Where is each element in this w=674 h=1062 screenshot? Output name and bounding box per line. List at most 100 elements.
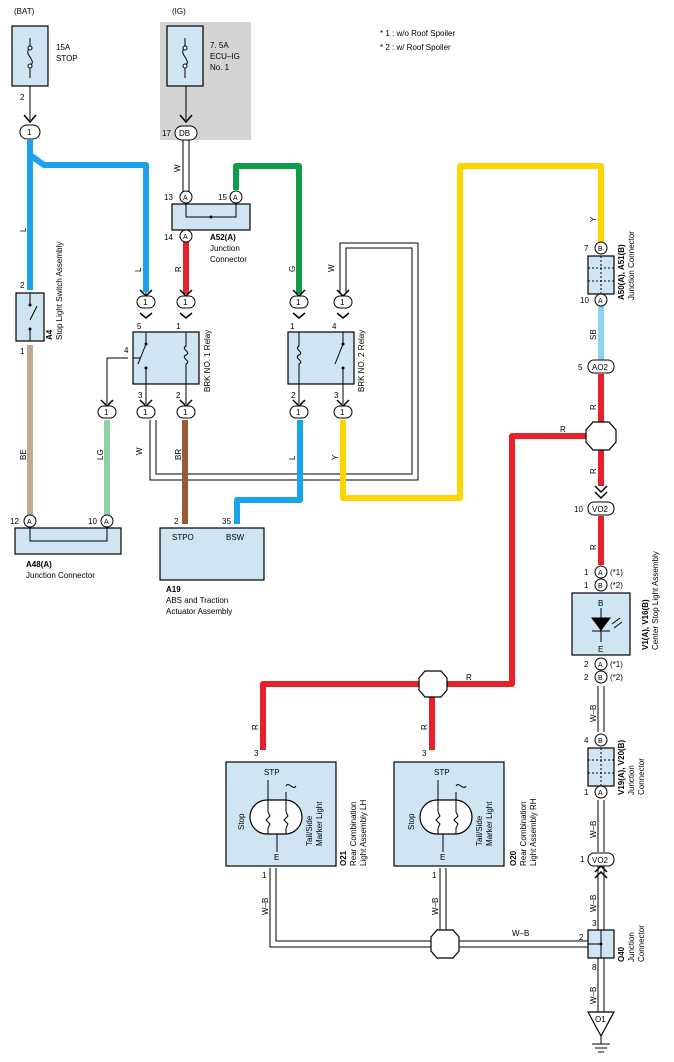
- a52-code: A52(A): [210, 233, 236, 242]
- svg-text:2: 2: [291, 391, 296, 400]
- ao2-connector: [587, 359, 615, 374]
- note-1: * 1 : w/o Roof Spoiler: [380, 29, 455, 38]
- a52-pin14: [179, 229, 193, 243]
- svg-text:Stop: Stop: [407, 813, 416, 830]
- svg-text:10: 10: [574, 505, 583, 514]
- o21-name1: Rear Combination: [349, 802, 358, 866]
- wire-label-wb-3: W–B: [589, 895, 598, 912]
- svg-text:2: 2: [176, 391, 181, 400]
- wire-label-w-r2: W: [327, 264, 336, 272]
- o40-name1: Junction: [627, 932, 636, 962]
- a19-stpo: STPO: [172, 533, 194, 542]
- a50-pin7: [594, 241, 608, 255]
- svg-text:10: 10: [88, 517, 97, 526]
- svg-text:4: 4: [332, 322, 337, 331]
- splice-mid: [418, 670, 448, 698]
- svg-text:A: A: [233, 195, 238, 202]
- svg-text:3: 3: [138, 391, 143, 400]
- svg-text:1: 1: [584, 568, 589, 577]
- a19-box: [159, 527, 265, 581]
- svg-text:E: E: [598, 645, 603, 654]
- splice-right: [585, 421, 617, 451]
- svg-text:A: A: [598, 662, 603, 669]
- wire-lg-link: [106, 357, 128, 404]
- relay1-coil-icon: [183, 332, 189, 384]
- a50-name: Junction Connector: [627, 231, 636, 300]
- wire-label-r-a52: R: [174, 266, 183, 272]
- ground-icon: [592, 1036, 610, 1053]
- svg-text:1: 1: [296, 298, 301, 307]
- wire-w-loop-outer: [149, 242, 419, 481]
- a19-name2: Actuator Assembly: [166, 607, 232, 616]
- svg-text:2: 2: [584, 673, 589, 682]
- svg-text:5: 5: [137, 322, 142, 331]
- stop-fuse-amp: 15A: [56, 43, 71, 52]
- svg-text:A: A: [104, 519, 109, 526]
- stop-fuse-name: STOP: [56, 54, 78, 63]
- svg-text:1: 1: [296, 408, 301, 417]
- svg-text:(*2): (*2): [610, 581, 623, 590]
- wire-label-wb-o20: W–B: [431, 898, 440, 915]
- svg-text:1: 1: [183, 408, 188, 417]
- svg-text:1: 1: [104, 408, 109, 417]
- arrow-bat: [23, 114, 37, 124]
- wire-g: [233, 163, 302, 294]
- svg-text:E: E: [440, 853, 445, 862]
- wire-label-g: G: [288, 266, 297, 272]
- svg-text:AO2: AO2: [592, 363, 609, 372]
- svg-text:1: 1: [584, 581, 589, 590]
- svg-text:14: 14: [164, 233, 173, 242]
- wire-w-loop-inner: [155, 247, 413, 475]
- svg-text:B: B: [598, 599, 603, 608]
- svg-text:B: B: [598, 246, 603, 253]
- wire-label-be: BE: [19, 449, 28, 460]
- vo2-top-connector: [587, 501, 615, 516]
- svg-text:1: 1: [143, 408, 148, 417]
- svg-text:1: 1: [262, 871, 267, 880]
- o21-code: O21: [339, 850, 348, 866]
- svg-text:VO2: VO2: [592, 856, 609, 865]
- svg-text:2: 2: [20, 281, 25, 290]
- wire-label-br: BR: [174, 449, 183, 460]
- wire-label-l-top: L: [134, 267, 143, 272]
- svg-text:3: 3: [254, 749, 259, 758]
- stop-fuse-pin: 2: [20, 93, 25, 102]
- svg-text:E: E: [274, 853, 279, 862]
- wire-label-y-r2: Y: [331, 454, 340, 460]
- wire-label-wb-2: W–B: [589, 821, 598, 838]
- relay2-switch-icon: [334, 332, 344, 384]
- o40-code: O40: [617, 946, 626, 962]
- a4-switch-icon: [29, 293, 38, 341]
- svg-text:(*1): (*1): [610, 660, 623, 669]
- svg-text:15: 15: [218, 193, 227, 202]
- ecu-fuse-name2: No. 1: [210, 63, 230, 72]
- wire-l-blue-top: [27, 140, 149, 292]
- svg-text:VO2: VO2: [592, 505, 609, 514]
- a19-bsw: BSW: [226, 533, 245, 542]
- v19-name1: Junction: [627, 765, 636, 795]
- v19-name2: Connector: [637, 758, 646, 795]
- wire-label-l-r2: L: [288, 455, 297, 460]
- svg-text:3: 3: [422, 749, 427, 758]
- ig-label: (IG): [172, 7, 186, 16]
- wire-label-r-o20: R: [420, 724, 429, 730]
- wire-label-r-ao2: R: [589, 404, 598, 410]
- relay1-box: [132, 331, 200, 385]
- svg-text:B: B: [598, 583, 603, 590]
- svg-text:1: 1: [580, 855, 585, 864]
- wire-label-r-lower: R: [466, 673, 472, 682]
- svg-text:A: A: [598, 570, 603, 577]
- svg-text:1: 1: [432, 871, 437, 880]
- a52-pin13: [179, 190, 193, 204]
- v19-code: V19(A), V20(B): [617, 740, 626, 795]
- wire-label-l-left: L: [19, 227, 28, 232]
- wire-label-sb: SB: [589, 329, 598, 340]
- svg-text:1: 1: [176, 322, 181, 331]
- relay1-top-connectors: 1 1: [136, 289, 196, 319]
- a52-pin15: [229, 190, 243, 204]
- v1-name: Center Stop Light Assembly: [651, 551, 660, 650]
- a4-code: A4: [45, 329, 54, 340]
- svg-text:1: 1: [584, 788, 589, 797]
- relay1-name: BRK NO. 1 Relay: [203, 330, 212, 392]
- svg-text:7: 7: [584, 244, 589, 253]
